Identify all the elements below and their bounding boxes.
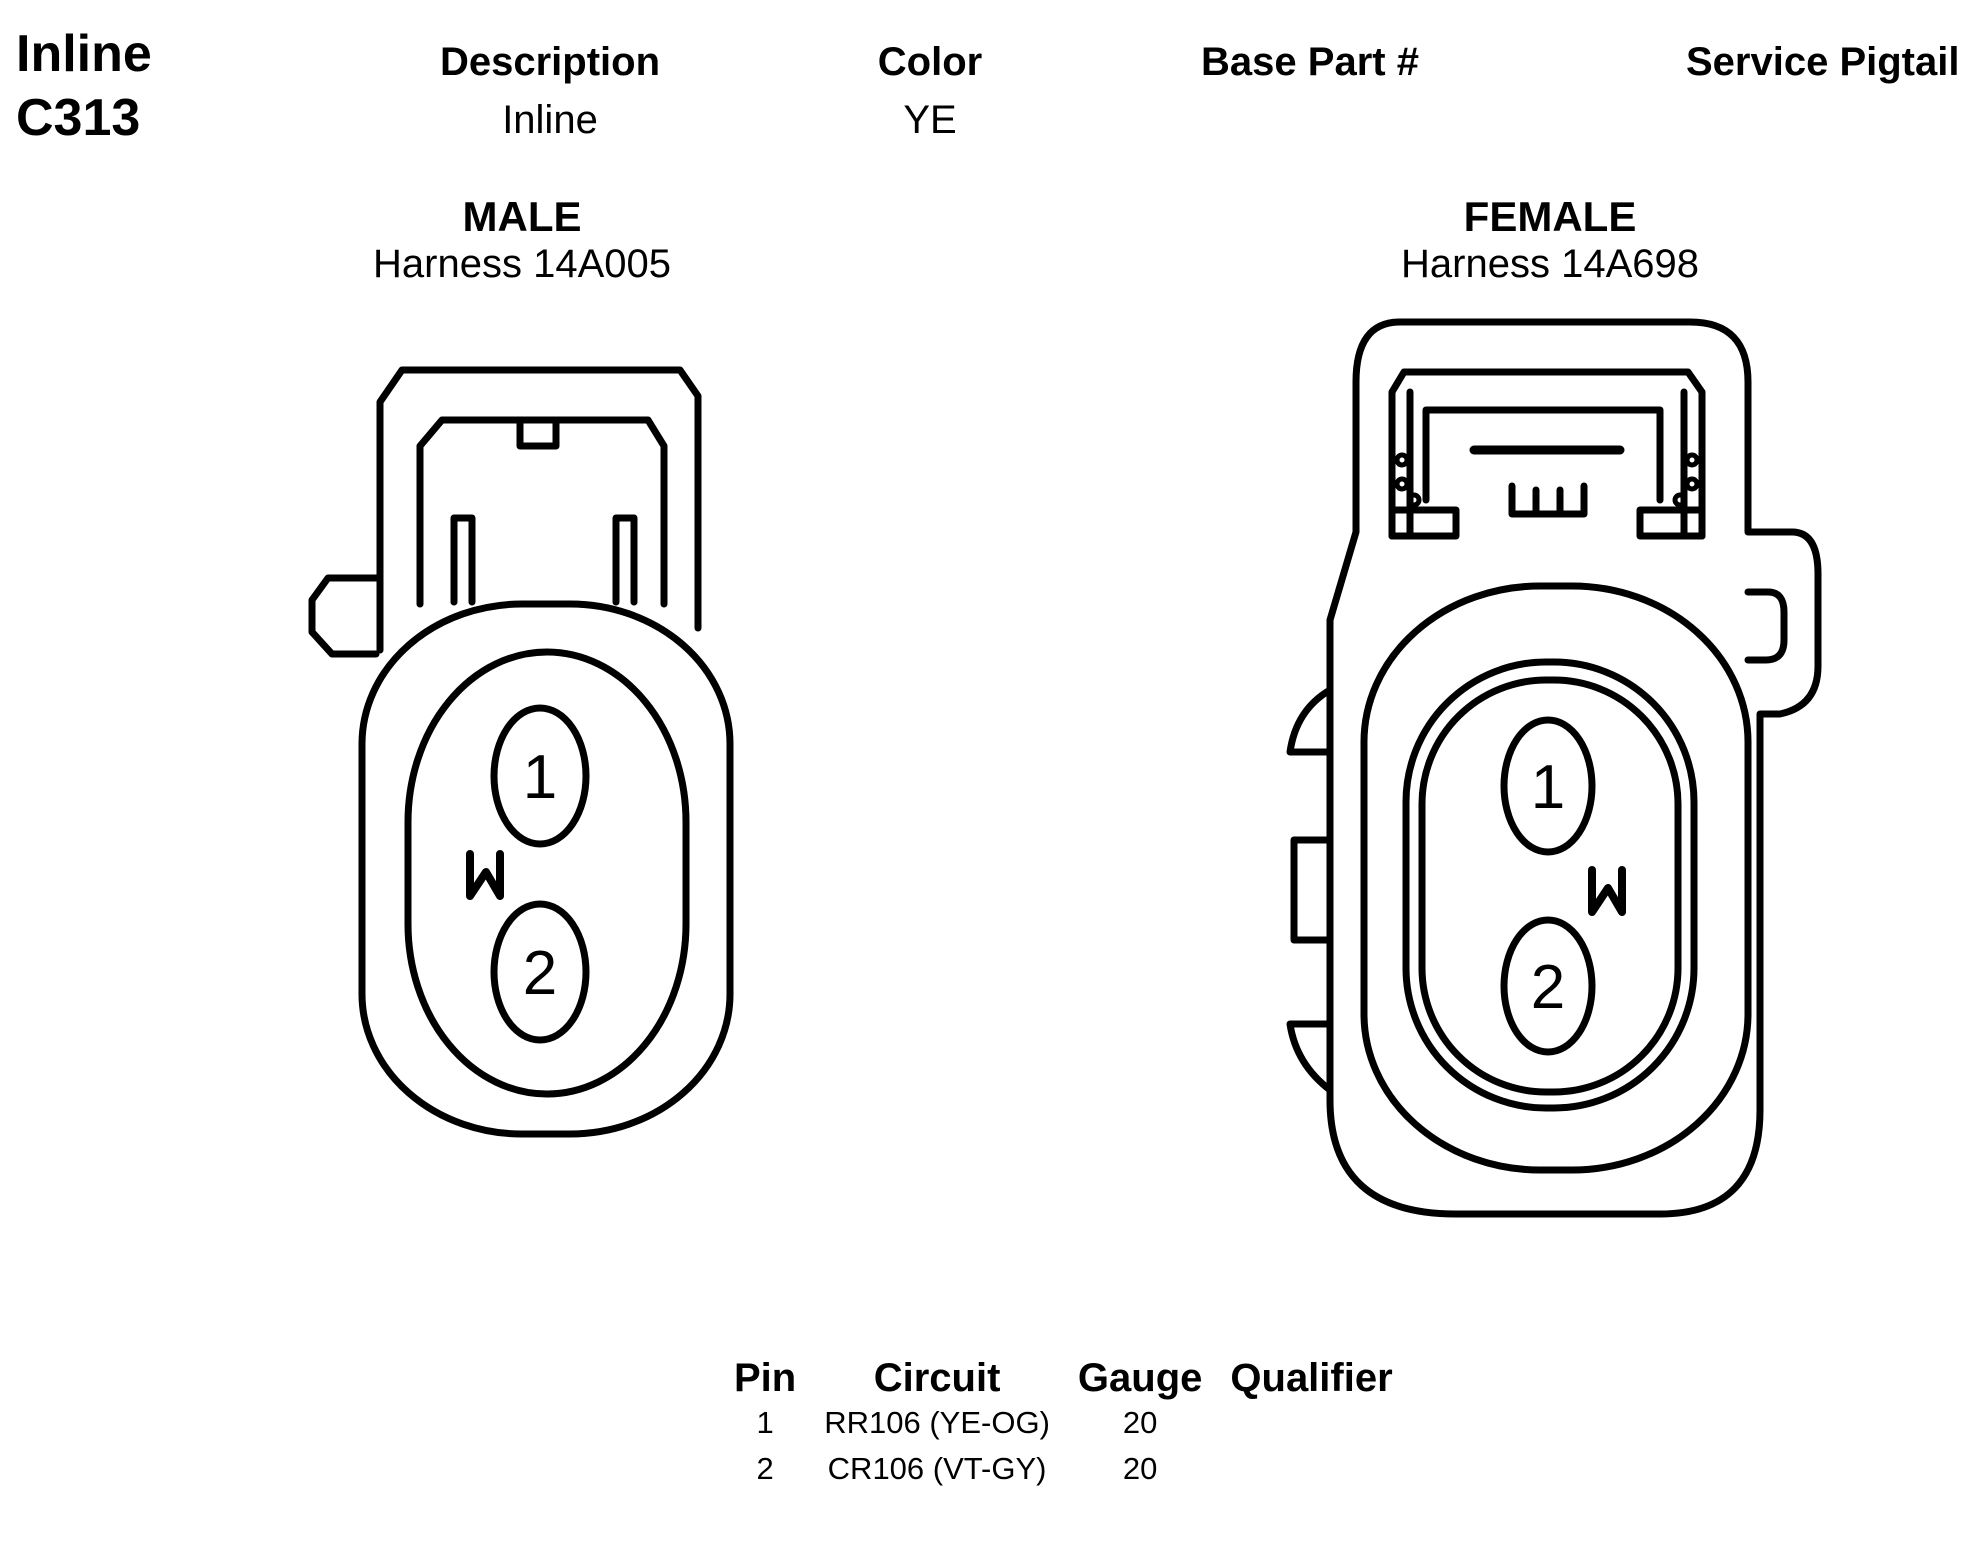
female-ledge-left [1388, 506, 1460, 540]
female-body-ring [1360, 582, 1752, 1174]
male-title: MALE [462, 193, 582, 240]
female-harness: Harness 14A698 [1401, 242, 1699, 286]
female-e-mark [1508, 482, 1588, 518]
table-row: 2 CR106 (VT-GY) 20 [720, 1446, 1407, 1492]
female-pin-1-circle [1500, 716, 1596, 856]
female-title: FEMALE [1463, 193, 1637, 240]
pin-cell: 2 [756, 1451, 774, 1486]
qualifier-cell [1216, 1446, 1406, 1492]
pin-cell: 1 [756, 1405, 774, 1440]
female-latch-inner [1744, 588, 1788, 664]
female-side-bump-mid [1290, 836, 1334, 944]
base-part-header: Base Part # [1201, 40, 1419, 84]
female-cavity-outer [1402, 658, 1698, 1112]
female-shell-outer [1326, 318, 1822, 1218]
color-value: YE [903, 98, 957, 142]
female-pin-2-label: 2 [1531, 953, 1565, 1022]
description-header: Description [439, 40, 661, 84]
service-pigtail-header: Service Pigtail [1686, 40, 1960, 84]
qualifier-cell [1216, 1400, 1406, 1446]
pin-table: Pin Circuit Gauge Qualifier 1 RR106 (YE-… [720, 1356, 1407, 1492]
male-terminal-left [450, 514, 476, 606]
male-pin-2-circle [490, 900, 590, 1044]
male-cap-notch [516, 417, 560, 450]
male-pin-2-label: 2 [523, 939, 557, 1008]
female-side-bump-top [1286, 686, 1334, 756]
male-terminal-right [612, 514, 638, 606]
color-header: Color [877, 40, 983, 84]
female-connector [1286, 318, 1822, 1218]
female-ledge-right [1636, 506, 1706, 540]
circuit-cell: CR106 (VT-GY) [827, 1451, 1047, 1486]
table-row: 1 RR106 (YE-OG) 20 [720, 1400, 1407, 1446]
male-harness: Harness 14A005 [373, 242, 671, 286]
gauge-column-header: Gauge [1077, 1356, 1203, 1400]
female-detail-dots [1394, 452, 1700, 508]
female-pin-2-circle [1500, 916, 1596, 1056]
male-latch-tab [308, 574, 384, 658]
male-key-mark [466, 850, 504, 900]
connector-title-line1: Inline [16, 25, 152, 83]
description-value: Inline [502, 98, 598, 142]
circuit-column-header: Circuit [873, 1356, 1001, 1400]
qualifier-column-header: Qualifier [1230, 1356, 1393, 1400]
female-top-bar [1422, 406, 1664, 504]
gauge-cell: 20 [1122, 1405, 1158, 1440]
female-key-mark [1588, 866, 1626, 916]
male-connector [308, 366, 734, 1138]
gauge-cell: 20 [1122, 1451, 1158, 1486]
connector-id: C313 [16, 89, 141, 147]
male-housing-outline [376, 366, 702, 654]
male-pin-1-label: 1 [523, 743, 557, 812]
male-pin-1-circle [490, 704, 590, 848]
female-rear-frame [1388, 368, 1706, 540]
circuit-cell: RR106 (YE-OG) [824, 1405, 1050, 1440]
female-side-bump-bottom [1286, 1020, 1334, 1094]
pin-column-header: Pin [734, 1356, 797, 1400]
male-body-outer [358, 600, 734, 1138]
male-inner-cap [416, 416, 668, 608]
pin-table-header-row: Pin Circuit Gauge Qualifier [720, 1356, 1407, 1400]
female-cavity-inner [1418, 676, 1682, 1096]
female-pin-1-label: 1 [1531, 753, 1565, 822]
male-body-inner [404, 648, 690, 1098]
